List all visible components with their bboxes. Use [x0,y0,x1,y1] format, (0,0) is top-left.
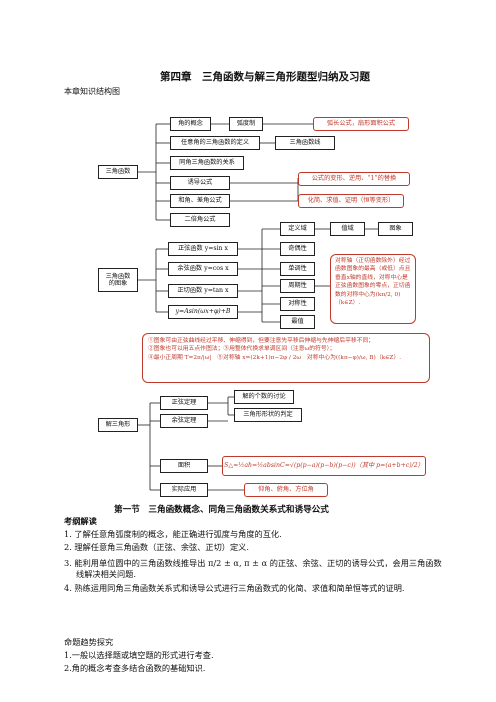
trend-item: 1.一般以选择题或填空题的形式进行考查. [64,650,214,660]
node-trig-functions: 三角函数 [98,165,138,179]
node-area-formula: S△=½ah=½absinC=√(p(p−a)(p−b)(p−c))（其中 p=… [222,456,426,476]
node-angle-concept: 角的概念 [170,117,211,131]
symmetry-note: 对称轴（正切函数除外）经过函数图象的最高（或低）点且垂直x轴的直线，对称中心是正… [330,254,416,324]
graph-note-2: ②图象也可以用五点作图法；③用整体代换求单调区间（注意ω的符号）； [148,346,336,353]
node-arc-formula: 弧长公式，扇形面积公式 [313,117,409,131]
outline-list: 1. 了解任意角弧度制的概念，能正确进行弧度与角度的互化. 2. 理解任意角三角… [64,529,444,595]
section-title: 第一节 三角函数概念、同角三角函数关系式和诱导公式 [114,505,329,515]
node-sine-function: 正弦函数 y=sin x [168,242,238,256]
node-sum-difference: 和角、差角公式 [170,194,230,208]
node-formula-transform: 公式的变形、逆用、“1”的替换 [298,172,410,186]
structure-caption: 本章知识结构图 [64,87,120,96]
graph-notes: ①图象可由正弦曲线经过平移、伸缩得到，但要注意先平移后伸缩与先伸缩后平移不同； … [142,333,430,383]
trend-item: 2.角的概念考查多结合函数的基础知识. [64,663,206,674]
node-trig-graph: 三角函数的图象 [98,268,138,292]
node-practical-app: 实际应用 [160,483,208,497]
node-solve-triangle: 解三角形 [98,418,138,432]
node-solution-count: 解的个数的讨论 [234,390,294,404]
prop-range: 值域 [330,222,365,236]
node-induction-formula: 诱导公式 [170,176,230,190]
trend-heading: 命题趋势探究 [64,637,114,647]
prop-periodicity: 周期性 [280,279,315,293]
node-area: 面积 [160,459,208,473]
node-trig-line: 三角函数线 [275,136,335,150]
node-sine-law: 正弦定理 [160,396,208,410]
node-tangent-function: 正切函数 y=tan x [168,284,238,298]
outline-item: 3. 能利用单位圆中的三角函数线推导出 π/2 ± α, π ± α 的正弦、余… [64,557,442,579]
graph-note-1: ①图象可由正弦曲线经过平移、伸缩得到，但要注意先平移后伸缩与先伸缩后平移不同； [148,338,375,344]
node-cosine-function: 余弦函数 y=cos x [168,262,238,276]
node-same-angle-relation: 同角三角函数的关系 [170,156,244,170]
outline-item: 4. 熟练运用同角三角函数关系式和诱导公式进行三角函数式的化简、求值和简单恒等式… [64,583,405,594]
node-shape-judge: 三角形形状的判定 [234,408,302,422]
node-simplify-apps: 化简、求值、证明（恒等变形） [298,194,404,208]
chapter-title: 第四章 三角函数与解三角形题型归纳及习题 [160,71,370,83]
trend-list: 1.一般以选择题或填空题的形式进行考查. 2.角的概念考查多结合函数的基础知识. [64,650,444,675]
prop-graph: 图象 [378,222,413,236]
node-general-sine: y=Asin(ωx+φ)+B [168,305,238,319]
node-elevation-angles: 仰角、俯角、方位角 [244,483,328,497]
prop-extreme: 最值 [280,315,315,329]
prop-symmetry: 对称性 [280,297,315,311]
node-radian: 弧度制 [229,117,263,131]
node-double-angle: 二倍角公式 [170,213,230,227]
outline-item: 1. 了解任意角弧度制的概念，能正确进行弧度与角度的互化. [64,529,282,539]
prop-monotonicity: 单调性 [280,262,315,276]
prop-domain: 定义域 [280,222,315,236]
node-cosine-law: 余弦定理 [160,414,208,428]
outline-heading: 考纲解读 [64,516,97,526]
outline-item: 2. 理解任意角三角函数（正弦、余弦、正切）定义. [64,542,249,553]
node-trig-definition: 任意角的三角函数的定义 [170,136,260,150]
prop-parity: 奇偶性 [280,242,315,256]
graph-note-3: ④最小正周期 T=2π/|ω| ⑤对称轴 x=(2k+1)π−2φ / 2ω 对… [148,354,402,361]
node-trig-graph-label: 三角函数的图象 [105,272,131,287]
